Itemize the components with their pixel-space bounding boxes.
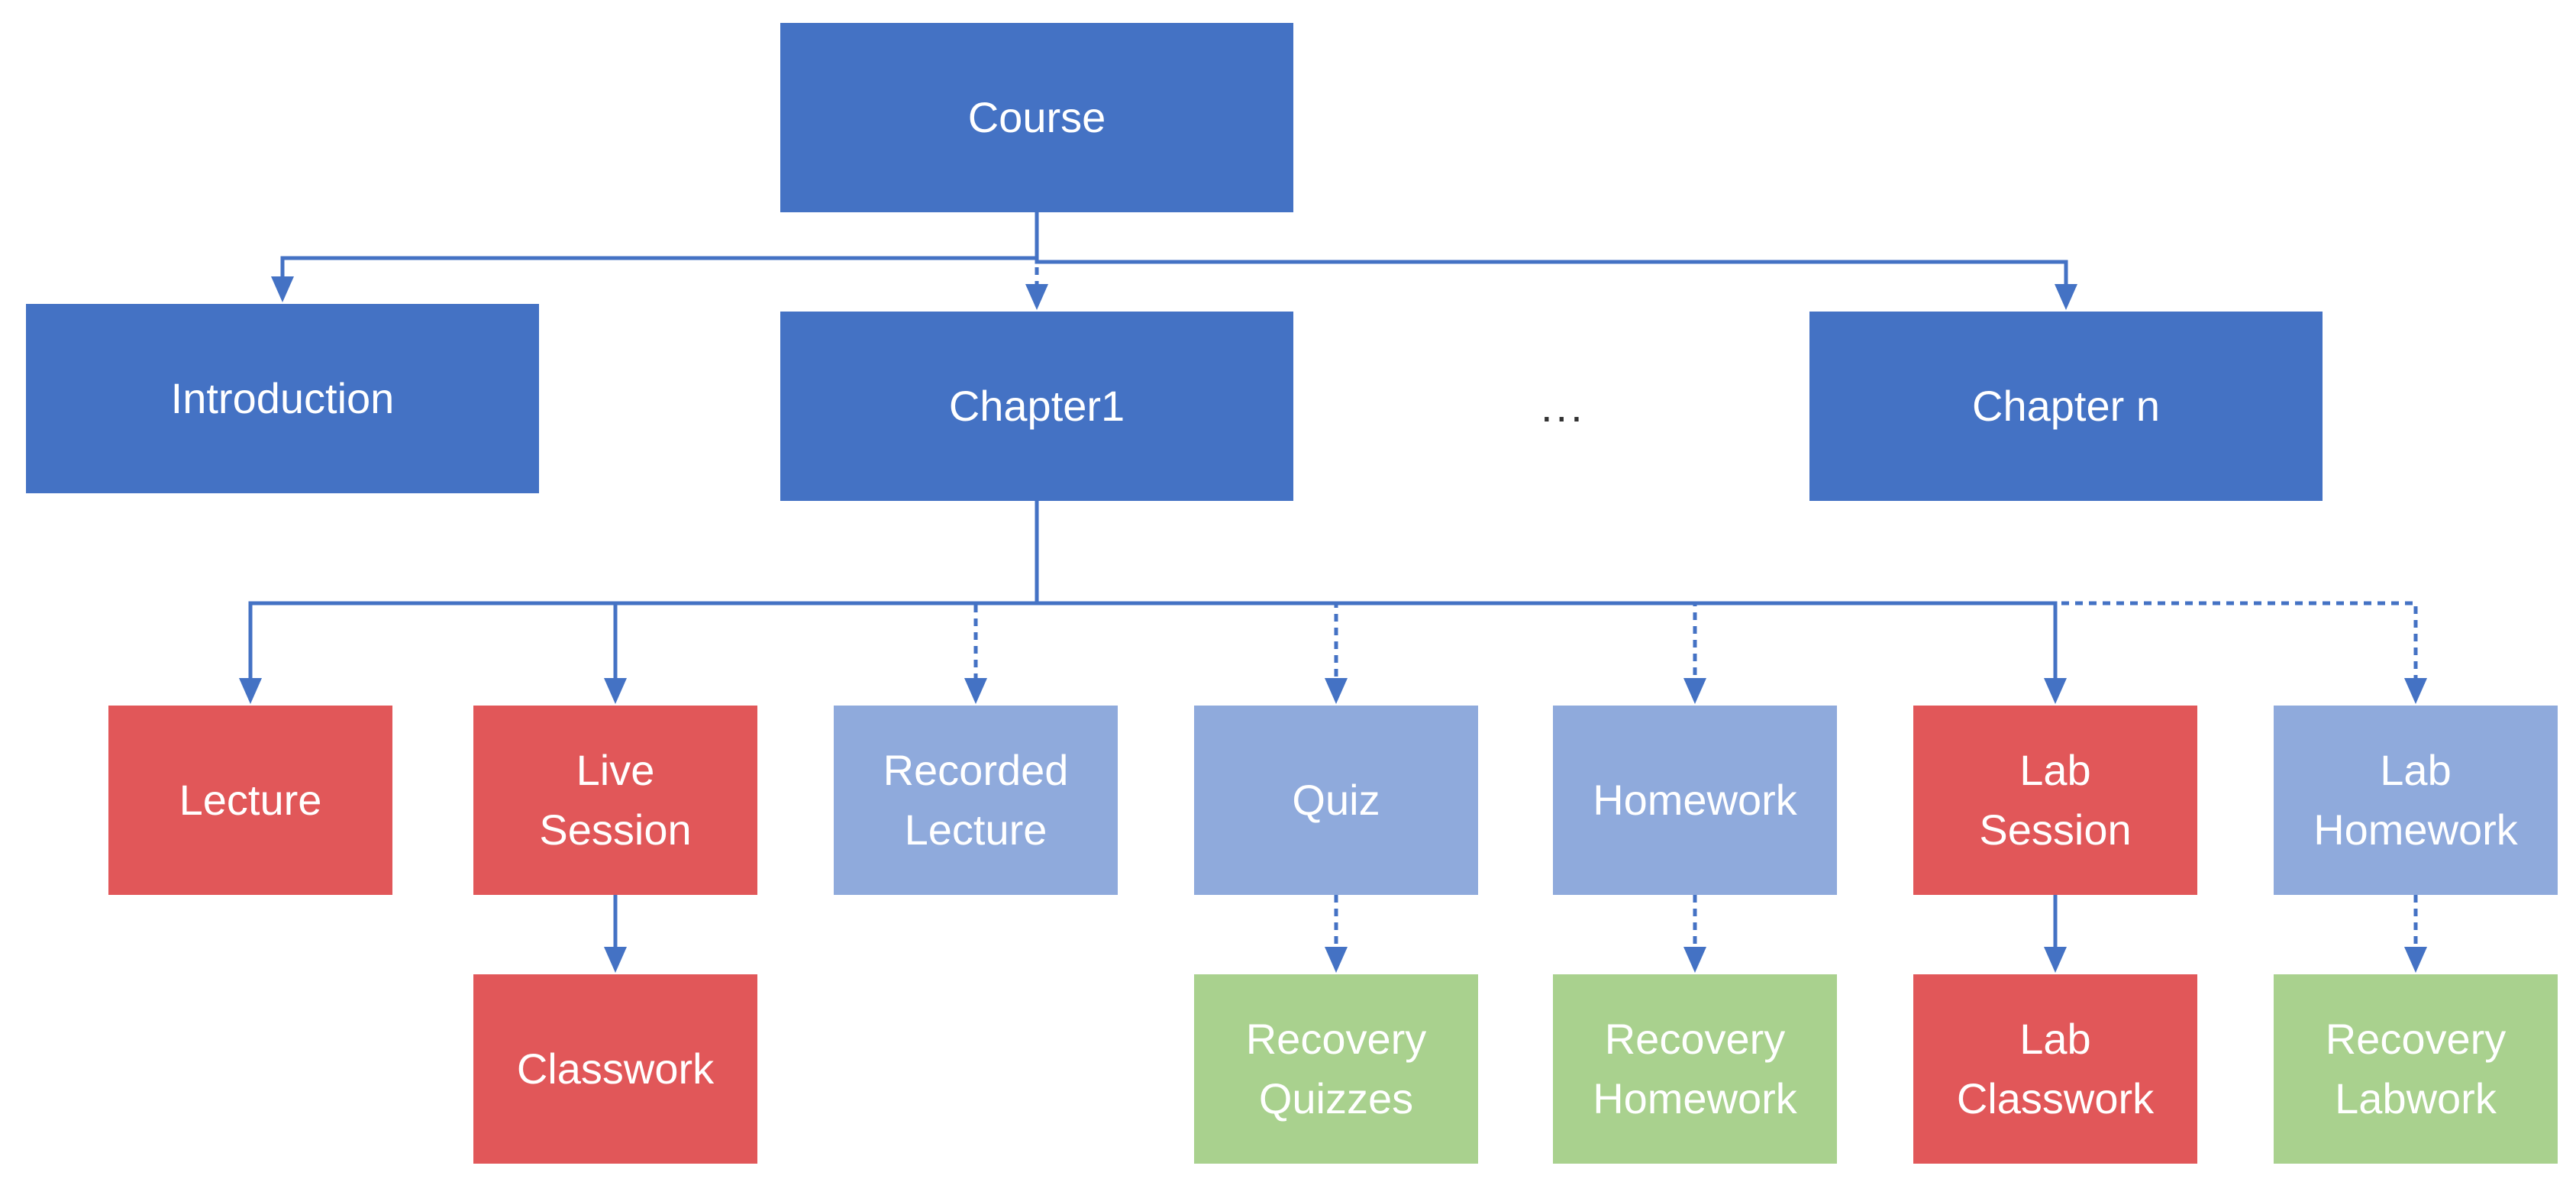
arrowhead-lab_session [2044,678,2067,704]
node-quiz: Quiz [1194,706,1478,895]
node-lab-homework-label: Lab Homework [2313,745,2518,854]
node-lab-session: Lab Session [1913,706,2197,895]
node-live-session: Live Session [473,706,757,895]
node-chapter-n-label: Chapter n [1972,381,2160,430]
node-quiz-label: Quiz [1292,775,1380,824]
connector-chapter1-to-lab_session [1035,501,2058,681]
arrowhead-introduction [271,276,294,302]
node-introduction-label: Introduction [170,373,395,422]
node-lecture-label: Lecture [179,775,322,824]
node-recovery-quizzes-label: Recovery Quizzes [1245,1014,1427,1122]
node-lab-session-label: Lab Session [1979,745,2132,854]
node-course: Course [780,23,1293,212]
arrowhead-lecture [239,678,262,704]
arrowhead-live_session [604,678,627,704]
arrowhead-classwork [604,947,627,973]
node-homework: Homework [1553,706,1837,895]
node-recovery-labwork: Recovery Labwork [2274,974,2558,1164]
arrowhead-recovery_quizzes [1325,947,1348,973]
node-recovery-homework-label: Recovery Homework [1593,1014,1797,1122]
node-chapter1: Chapter1 [780,312,1293,501]
arrowhead-chapter_n [2055,284,2077,310]
connector-chapter1-to-lecture [248,501,1039,681]
node-recovery-quizzes: Recovery Quizzes [1194,974,1478,1164]
arrowhead-lab_homework [2404,678,2427,704]
node-lab-classwork-label: Lab Classwork [1956,1014,2155,1122]
node-course-label: Course [967,92,1106,141]
node-lab-classwork: Lab Classwork [1913,974,2197,1164]
node-lecture: Lecture [108,706,392,895]
connector-course-to-chapter_n [1035,212,2068,287]
more-chapters-ellipsis: ... [1541,383,1586,431]
connector-chapter1-to-recorded_lecture [973,501,1039,681]
connector-chapter1-to-lab_homework [1035,501,2418,681]
arrowhead-chapter1 [1025,284,1048,310]
node-introduction: Introduction [26,304,539,493]
node-chapter-n: Chapter n [1809,312,2323,501]
arrowhead-recorded_lecture [964,678,987,704]
arrowhead-quiz [1325,678,1348,704]
arrowhead-recovery_homework [1683,947,1706,973]
node-chapter1-label: Chapter1 [948,381,1125,430]
arrowhead-recovery_labwork [2404,947,2427,973]
node-recorded-lecture: Recorded Lecture [834,706,1118,895]
connector-course-to-introduction [280,212,1039,279]
connector-chapter1-to-live_session [613,501,1039,681]
arrowhead-lab_classwork [2044,947,2067,973]
node-classwork: Classwork [473,974,757,1164]
node-lab-homework: Lab Homework [2274,706,2558,895]
node-recovery-labwork-label: Recovery Labwork [2325,1014,2507,1122]
node-recovery-homework: Recovery Homework [1553,974,1837,1164]
node-classwork-label: Classwork [516,1044,715,1093]
arrowhead-homework [1683,678,1706,704]
node-recorded-lecture-label: Recorded Lecture [883,745,1069,854]
node-homework-label: Homework [1593,775,1797,824]
node-live-session-label: Live Session [539,745,692,854]
connector-chapter1-to-homework [1035,501,1697,681]
connector-chapter1-to-quiz [1035,501,1338,681]
